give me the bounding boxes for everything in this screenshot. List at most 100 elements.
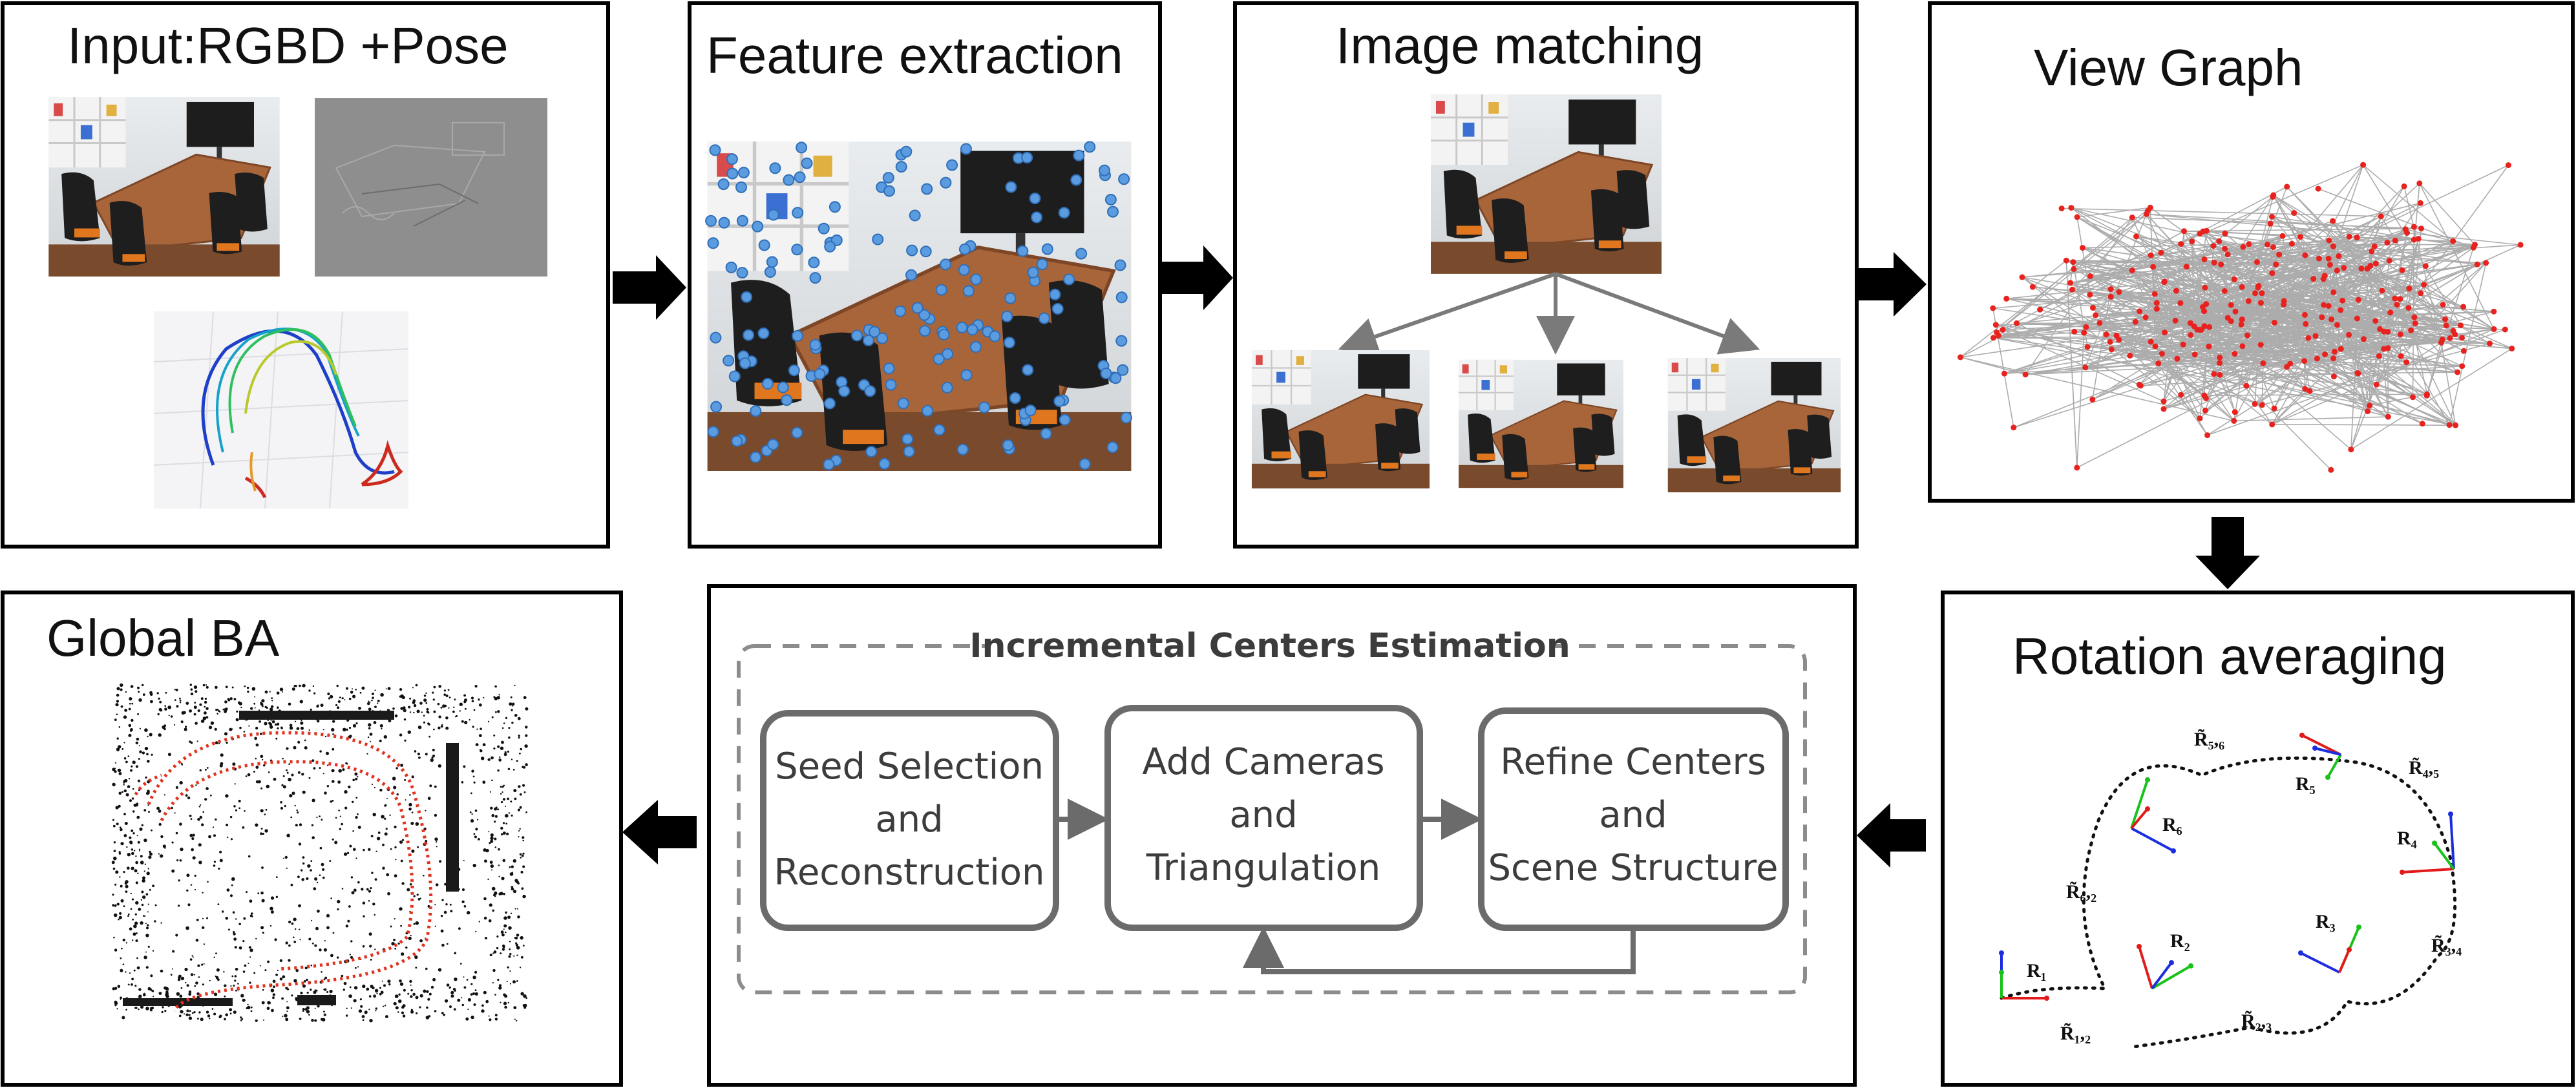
keypoint [883, 185, 895, 197]
keypoint [922, 404, 934, 417]
keypoint [791, 244, 803, 256]
keypoint [710, 331, 722, 344]
keypoint [872, 233, 884, 246]
keypoint [966, 324, 978, 336]
keypoint [1009, 392, 1021, 404]
keypoint [777, 381, 789, 393]
keypoint [938, 328, 950, 340]
keypoint [707, 426, 719, 438]
keypoint [940, 176, 952, 189]
keypoint [1017, 245, 1029, 257]
keypoint [792, 207, 804, 219]
keypoint [933, 353, 945, 365]
label-r45: R̃₄,₅ [2409, 757, 2439, 779]
keypoint [731, 435, 743, 447]
keypoint [750, 405, 762, 417]
keypoint [796, 141, 808, 154]
keypoint [726, 153, 738, 165]
keypoint [809, 339, 821, 351]
keypoint [865, 446, 878, 458]
panel-input: Input:RGBD +Pose [1, 1, 610, 549]
arrow-matching-to-viewgraph [1857, 252, 1927, 317]
keypoint [783, 174, 795, 186]
keypoint [792, 330, 803, 342]
keypoint [767, 209, 779, 221]
keypoint [1079, 458, 1091, 470]
panel-matching-title: Image matching [1336, 17, 1704, 74]
keypoint [1084, 141, 1096, 153]
keypoint [739, 357, 751, 370]
keypoint [1004, 292, 1017, 304]
label-r23: R̃₂,₃ [2241, 1010, 2272, 1032]
label-r1: R₁ [2027, 960, 2047, 981]
keypoint [970, 273, 982, 286]
keypoint [718, 216, 730, 229]
keypoint [766, 256, 778, 268]
keypoint [911, 302, 924, 314]
keypoint [1059, 413, 1071, 426]
point-cloud [111, 683, 529, 1023]
keypoint [705, 214, 717, 227]
keypoint [1118, 173, 1130, 185]
label-r5: R₅ [2296, 773, 2316, 795]
rotation-frame [2298, 925, 2361, 974]
keypoint [1099, 164, 1110, 176]
keypoint [905, 269, 917, 281]
keypoint [1002, 439, 1014, 452]
panel-rotation: Rotation averaging R₁ R₂ R₃ R₄ R₅ R₆ R̃₁… [1941, 591, 2575, 1087]
keypoint [878, 457, 891, 470]
keypoint [757, 327, 770, 339]
keypoint [1104, 194, 1117, 205]
keypoint [1038, 312, 1050, 324]
panel-ba: Global BA [1, 591, 623, 1087]
svg-text:Triangulation: Triangulation [1146, 847, 1381, 889]
keypoint [743, 329, 755, 341]
keypoint [824, 240, 836, 253]
keypoint [1027, 266, 1039, 278]
keypoint [978, 401, 991, 413]
keypoint [962, 285, 975, 297]
box-refine-centers: Refine Centers and Scene Structure [1478, 707, 1789, 931]
keypoint [941, 381, 953, 393]
keypoint [946, 159, 958, 171]
rotation-frame [2299, 733, 2342, 780]
keypoint [808, 256, 820, 269]
keypoint [869, 326, 881, 338]
label-r3: R₃ [2316, 911, 2336, 932]
keypoint [735, 181, 747, 193]
keypoint [814, 368, 826, 380]
depth-image [315, 98, 547, 277]
keypoint [919, 325, 931, 337]
keypoint [824, 397, 836, 410]
keypoint [728, 370, 741, 382]
rotation-frame [2130, 777, 2176, 853]
svg-text:Reconstruction: Reconstruction [774, 852, 1044, 894]
svg-text:Scene Structure: Scene Structure [1488, 847, 1778, 889]
keypoint [737, 167, 750, 179]
panel-feature-title: Feature extraction [706, 26, 1123, 84]
arrow-rotation-to-centers [1857, 803, 1926, 868]
keypoint [960, 369, 973, 381]
keypoint [710, 401, 723, 413]
keypoint [1114, 259, 1126, 271]
keypoint [885, 379, 897, 391]
keypoint [956, 443, 969, 455]
keypoint [752, 220, 764, 233]
rotation-frame [2137, 944, 2193, 990]
keypoint [1024, 404, 1037, 417]
keypoint [903, 445, 915, 457]
keypoint [1001, 310, 1013, 322]
keypoint [960, 143, 972, 155]
keypoint [736, 267, 748, 279]
keypoint [1070, 174, 1082, 186]
panel-viewgraph-title: View Graph [2034, 39, 2303, 96]
keypoint [838, 385, 850, 397]
keypoint [883, 362, 895, 375]
arrow-input-to-feature [613, 255, 686, 320]
label-r2: R₂ [2170, 930, 2190, 952]
label-r4: R₄ [2397, 828, 2417, 849]
keypoint [876, 332, 889, 344]
svg-text:Seed Selection: Seed Selection [775, 746, 1044, 788]
keypoint [1120, 412, 1132, 424]
svg-text:Add Cameras: Add Cameras [1142, 741, 1384, 783]
